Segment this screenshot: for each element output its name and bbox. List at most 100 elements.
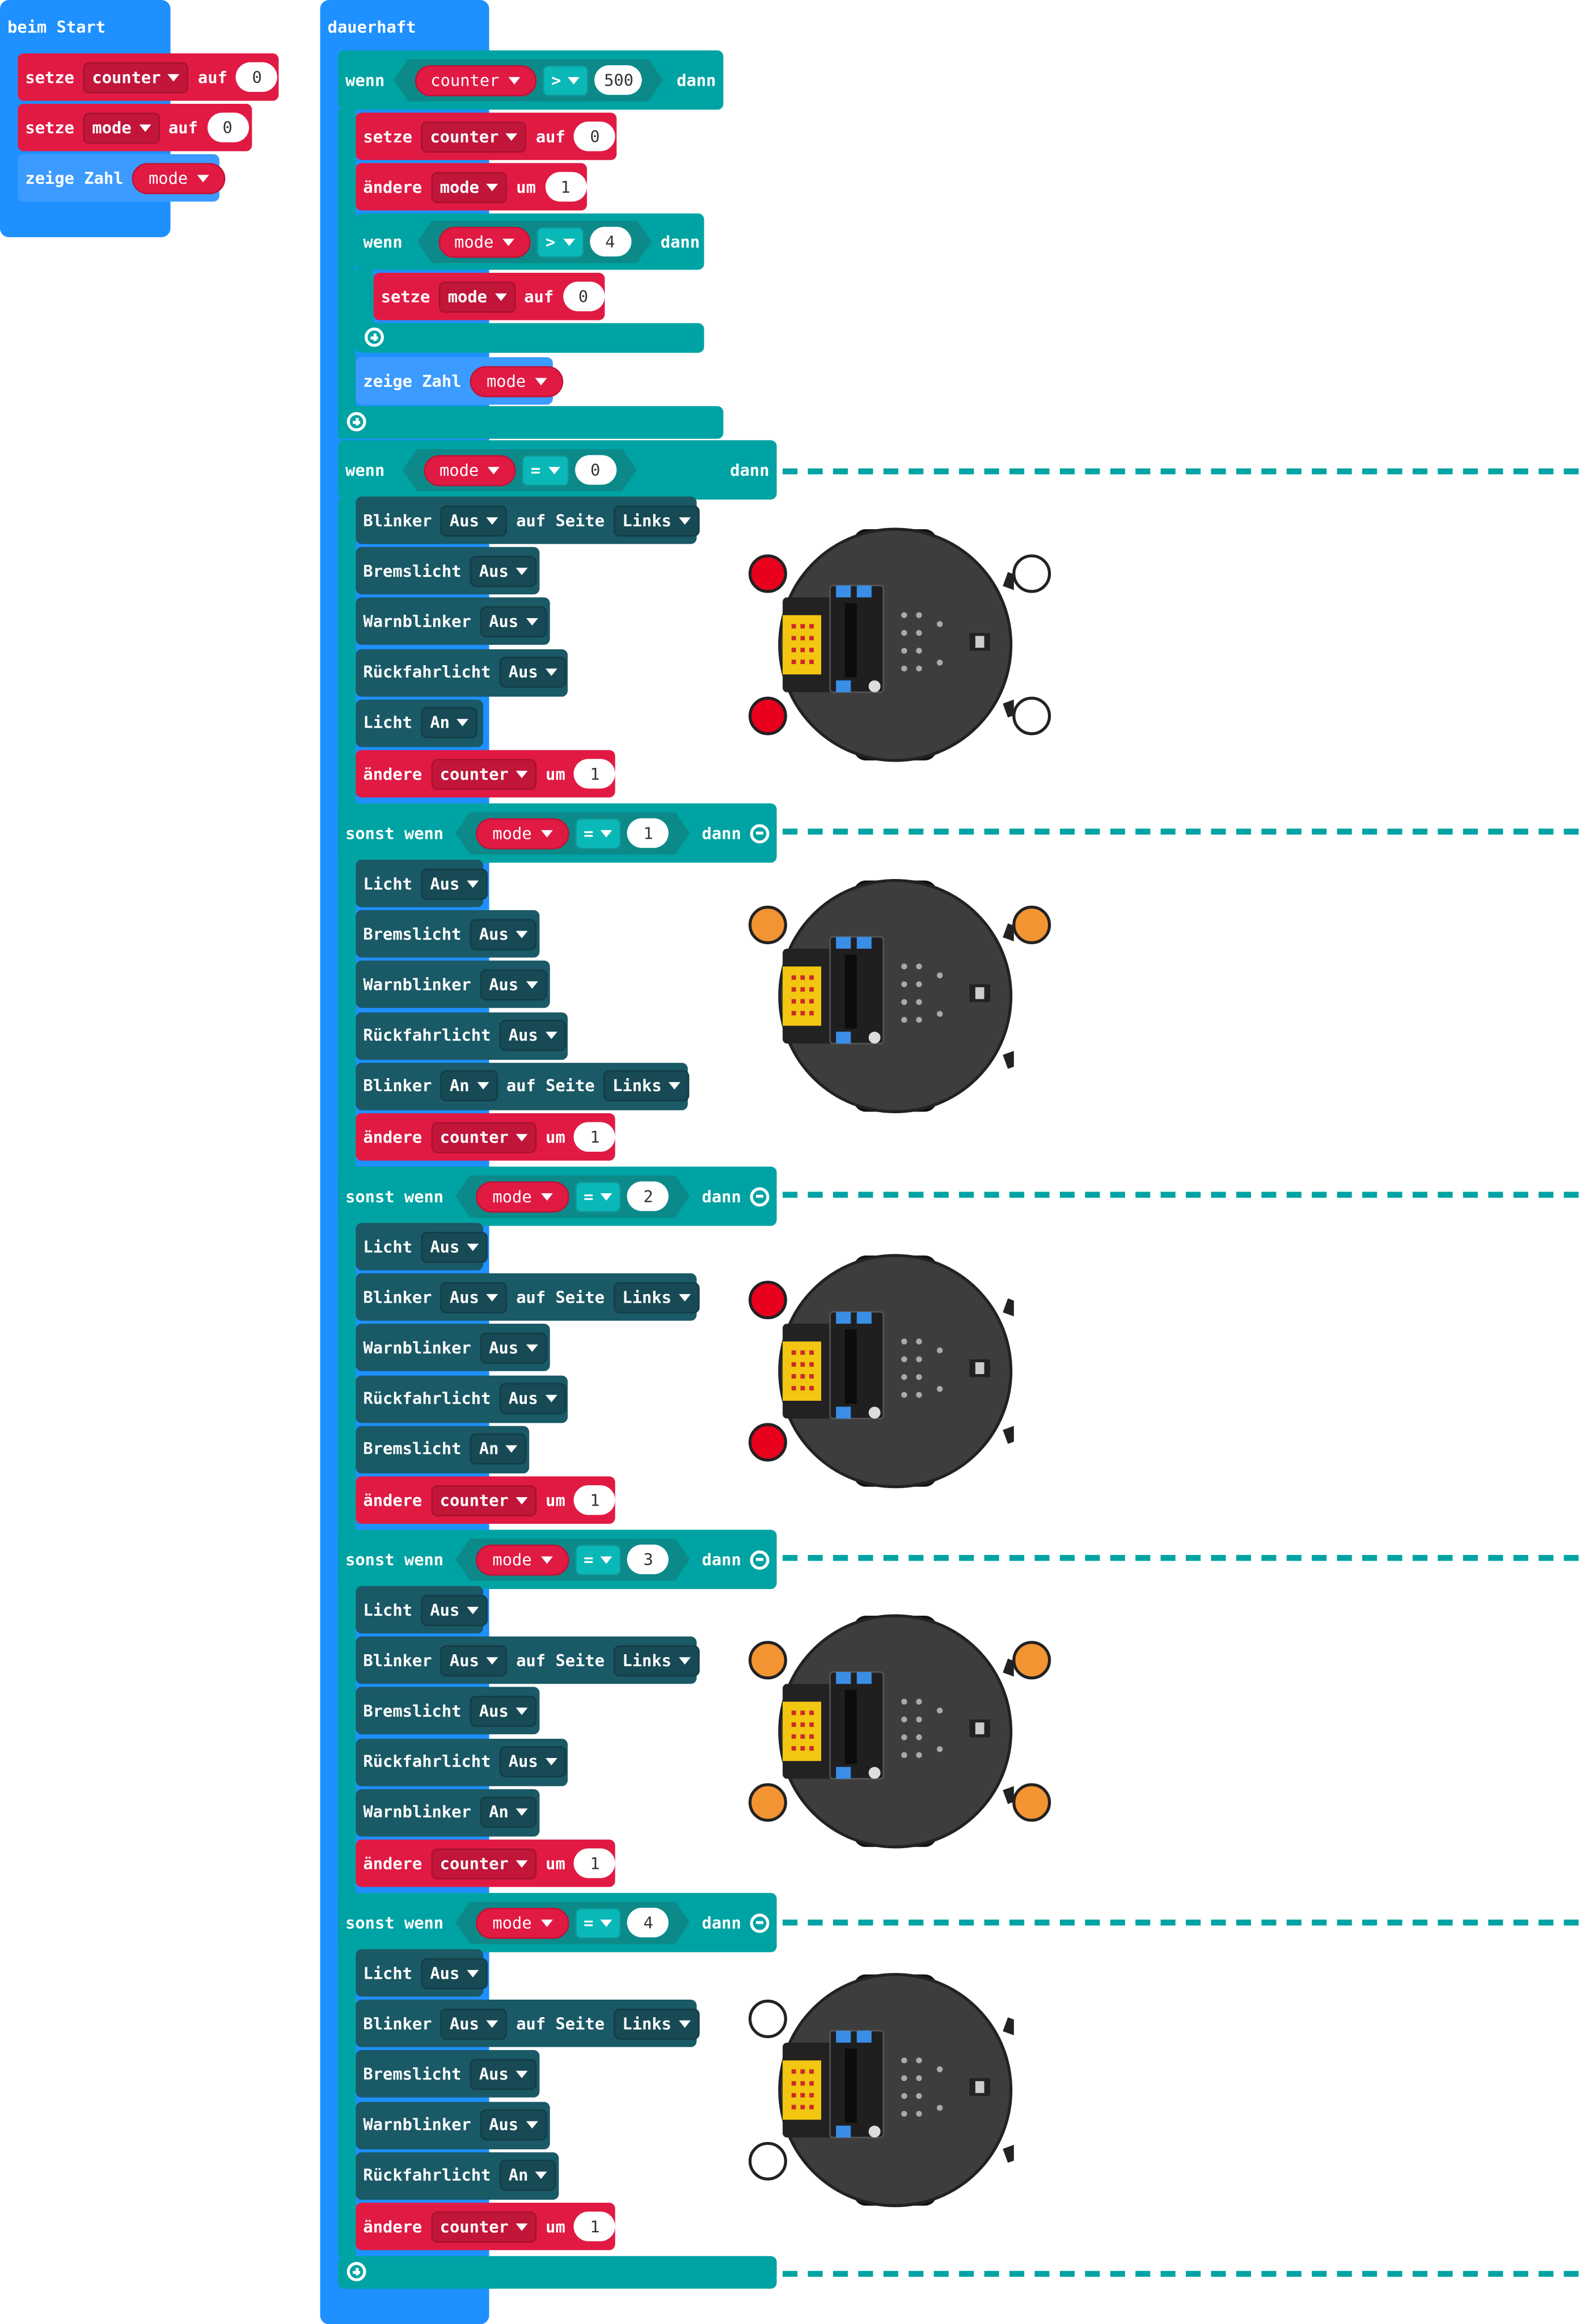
- mode-variable-pill[interactable]: mode: [476, 1907, 569, 1938]
- variable-dropdown[interactable]: counter: [83, 61, 189, 93]
- variable-dropdown[interactable]: mode: [430, 171, 508, 202]
- state-dropdown[interactable]: Aus: [421, 1231, 488, 1262]
- add-branch-icon[interactable]: [346, 412, 366, 432]
- remove-branch-icon[interactable]: [750, 823, 770, 843]
- state-dropdown[interactable]: Aus: [480, 606, 547, 637]
- state-dropdown[interactable]: Aus: [421, 868, 488, 899]
- variable-dropdown[interactable]: counter: [421, 121, 527, 152]
- compare-hexagon[interactable]: counter > 500: [394, 58, 663, 102]
- state-dropdown[interactable]: An: [421, 707, 478, 739]
- compare-hexagon[interactable]: mode=2: [455, 1174, 690, 1218]
- state-dropdown[interactable]: Aus: [470, 1695, 537, 1727]
- variable-dropdown[interactable]: counter: [430, 1848, 537, 1879]
- number-input[interactable]: 0: [574, 121, 616, 151]
- state-dropdown[interactable]: Aus: [441, 1282, 508, 1313]
- number-input[interactable]: 1: [574, 1122, 616, 1152]
- add-branch-icon[interactable]: [364, 327, 384, 347]
- number-input[interactable]: 0: [236, 62, 278, 92]
- number-input[interactable]: 2: [628, 1181, 669, 1211]
- state-dropdown[interactable]: Aus: [421, 1594, 488, 1626]
- side-dropdown[interactable]: Links: [613, 505, 700, 536]
- side-dropdown[interactable]: Links: [613, 1282, 700, 1313]
- remove-branch-icon[interactable]: [750, 1913, 770, 1933]
- state-dropdown[interactable]: An: [470, 1434, 527, 1465]
- mode-variable-pill[interactable]: mode: [476, 1544, 569, 1575]
- state-dropdown[interactable]: Aus: [441, 2008, 508, 2039]
- side-dropdown[interactable]: Links: [603, 1070, 690, 1102]
- variable-dropdown[interactable]: counter: [430, 2211, 537, 2242]
- counter-variable-pill[interactable]: counter: [415, 65, 536, 96]
- compare-hexagon[interactable]: mode > 4: [417, 220, 652, 263]
- side-dropdown[interactable]: Links: [613, 2008, 700, 2039]
- state-dropdown[interactable]: Aus: [470, 918, 537, 950]
- state-dropdown[interactable]: Aus: [421, 1957, 488, 1989]
- state-dropdown[interactable]: Aus: [441, 505, 508, 536]
- mode-variable-pill[interactable]: mode: [438, 226, 530, 257]
- operator-dropdown[interactable]: >: [536, 226, 584, 257]
- state-dropdown[interactable]: Aus: [441, 1645, 508, 1676]
- state-dropdown[interactable]: Aus: [480, 969, 547, 1001]
- show-mode-block[interactable]: zeige Zahl mode: [356, 357, 563, 405]
- reset-mode-block[interactable]: setze mode auf 0: [373, 272, 605, 320]
- operator-dropdown[interactable]: =: [574, 818, 622, 849]
- add-else-if-icon[interactable]: [346, 2262, 366, 2281]
- side-dropdown[interactable]: Links: [613, 1645, 700, 1676]
- state-dropdown[interactable]: Aus: [470, 2059, 537, 2090]
- number-input[interactable]: 4: [628, 1908, 669, 1937]
- number-input[interactable]: 3: [628, 1545, 669, 1574]
- number-input[interactable]: 1: [574, 2211, 616, 2242]
- if-counter-block[interactable]: wenn counter > 500 dann: [337, 50, 724, 110]
- number-input[interactable]: 1: [574, 759, 616, 789]
- variable-dropdown[interactable]: mode: [83, 112, 160, 143]
- number-input[interactable]: 1: [574, 1485, 616, 1515]
- mode-variable-pill[interactable]: mode: [476, 818, 569, 849]
- operator-dropdown[interactable]: =: [574, 1181, 622, 1212]
- compare-hexagon[interactable]: mode=0: [403, 449, 637, 492]
- variable-dropdown[interactable]: counter: [430, 1121, 537, 1153]
- remove-branch-icon[interactable]: [750, 1186, 770, 1206]
- number-input[interactable]: 0: [562, 281, 605, 311]
- mode-variable-pill[interactable]: mode: [132, 162, 225, 194]
- operator-dropdown[interactable]: =: [574, 1907, 622, 1938]
- mode-variable-pill[interactable]: mode: [423, 454, 515, 485]
- number-input[interactable]: 0: [574, 455, 616, 484]
- remove-branch-icon[interactable]: [750, 1549, 770, 1569]
- compare-hexagon[interactable]: mode=4: [455, 1901, 690, 1944]
- state-dropdown[interactable]: Aus: [470, 555, 537, 587]
- mode-variable-pill[interactable]: mode: [470, 365, 563, 397]
- mode-variable-pill[interactable]: mode: [476, 1181, 569, 1212]
- state-dropdown[interactable]: An: [480, 1797, 537, 1828]
- variable-dropdown[interactable]: mode: [439, 281, 515, 312]
